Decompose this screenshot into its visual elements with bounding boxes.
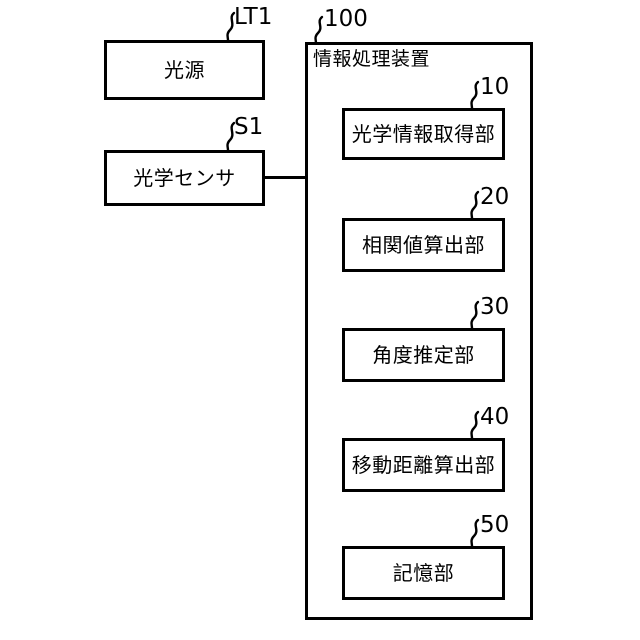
leader-line-20 (470, 190, 480, 220)
reference-label-30: 30 (480, 294, 510, 320)
leader-line-50 (470, 518, 480, 548)
reference-label-50: 50 (480, 512, 510, 538)
block-movement-distance-calculation-unit: 移動距離算出部 (342, 438, 505, 492)
block-optical-info-acquisition-unit-label: 光学情報取得部 (351, 122, 496, 146)
block-optical-sensor-label: 光学センサ (133, 166, 236, 190)
leader-line-s1 (226, 121, 236, 152)
leader-line-40 (470, 410, 480, 440)
block-movement-distance-calculation-unit-label: 移動距離算出部 (351, 453, 496, 477)
leader-line-30 (470, 300, 480, 330)
reference-label-lt1: LT1 (234, 4, 273, 30)
block-storage-unit-label: 記憶部 (392, 561, 455, 585)
block-optical-info-acquisition-unit: 光学情報取得部 (342, 108, 505, 160)
device-title-label: 情報処理装置 (313, 48, 431, 70)
leader-line-100 (314, 15, 324, 45)
reference-label-s1: S1 (234, 114, 264, 140)
reference-label-40: 40 (480, 404, 510, 430)
reference-label-100: 100 (324, 6, 368, 32)
block-correlation-value-calculation-unit-label: 相関値算出部 (362, 233, 485, 257)
block-optical-sensor: 光学センサ (104, 150, 265, 206)
block-correlation-value-calculation-unit: 相関値算出部 (342, 218, 505, 272)
leader-line-lt1 (226, 11, 236, 42)
reference-label-20: 20 (480, 184, 510, 210)
block-angle-estimation-unit: 角度推定部 (342, 328, 505, 382)
block-light-source-label: 光源 (164, 58, 205, 82)
connector-sensor-to-device (265, 176, 307, 179)
leader-line-10 (470, 80, 480, 110)
block-angle-estimation-unit-label: 角度推定部 (372, 343, 475, 367)
block-light-source: 光源 (104, 40, 265, 100)
reference-label-10: 10 (480, 74, 510, 100)
block-storage-unit: 記憶部 (342, 546, 505, 600)
